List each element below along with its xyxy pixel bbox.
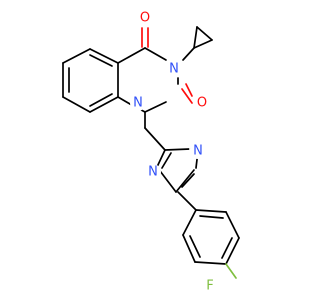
svg-text:O: O [197,96,207,111]
cyclopropyl-group [182,26,213,61]
atom-n1: N [130,95,146,111]
carbonyl-bonds [141,27,193,104]
svg-text:F: F [206,279,213,294]
oxadiazole-ring [156,148,199,193]
methylene-linker [144,111,166,151]
atom-o-top: O [137,10,153,26]
fluorophenyl-ring [177,191,240,279]
svg-text:N: N [193,144,203,159]
atom-labels: O N O N N N F [130,10,218,294]
svg-text:N: N [169,62,179,77]
atom-n3: N [166,61,182,77]
benzene-ring-quinazoline [62,48,119,113]
atom-n-oxadiazole-bottom: N [145,164,161,180]
atom-f: F [202,278,218,294]
atom-n-oxadiazole-top: N [190,143,206,159]
atom-o-oxadiazole [189,148,191,150]
svg-text:N: N [148,165,158,180]
svg-text:O: O [140,11,150,26]
pyrimidinedione-ring [117,47,179,113]
atom-o-c2: O [194,95,210,111]
svg-text:N: N [133,96,143,111]
molecule-structure-diagram: O N O N N N F [62,10,240,294]
